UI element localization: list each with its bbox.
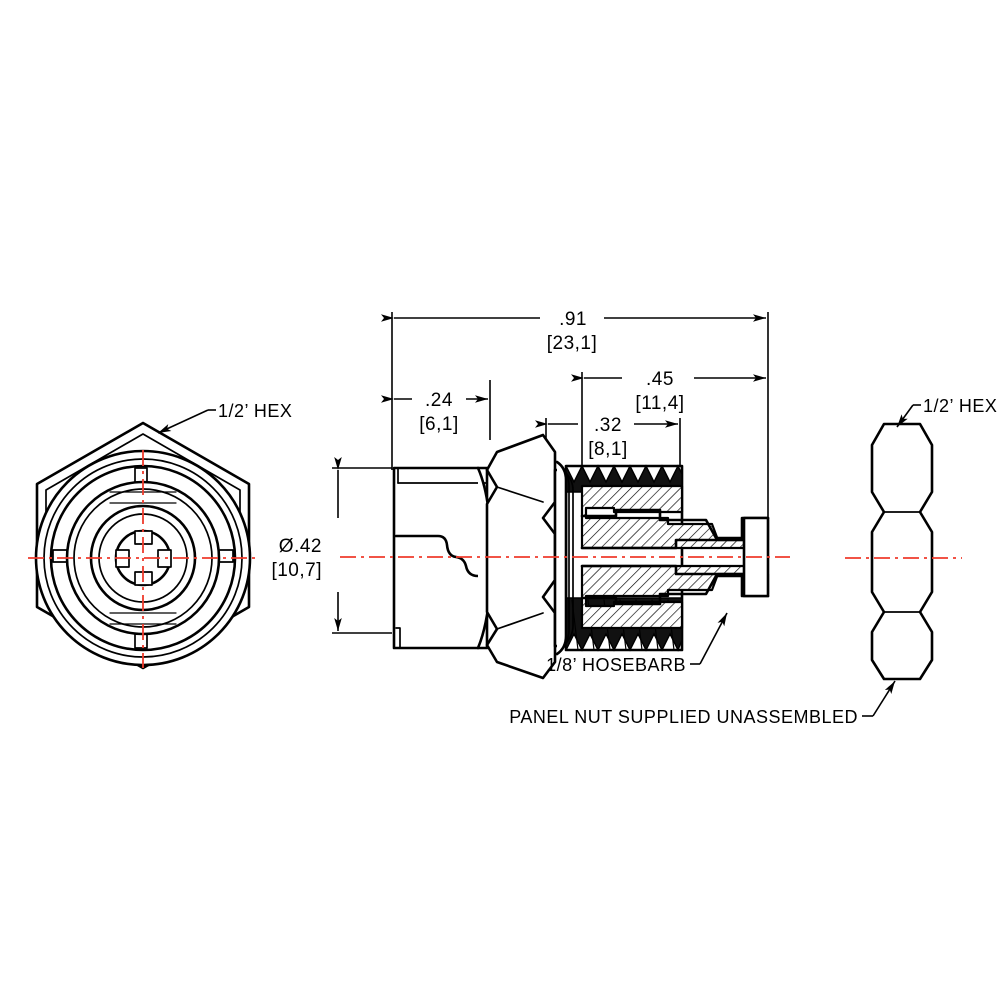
body-left-outline xyxy=(392,466,489,650)
front-face-view: 1/2’ HEX xyxy=(28,401,292,670)
panel-nut-view: 1/2’ HEX PANEL NUT SUPPLIED UNASSEMBLED xyxy=(509,396,997,727)
body-bottom-step xyxy=(395,627,401,649)
hosebarb-leader xyxy=(699,612,728,665)
dim-overall-metric: [23,1] xyxy=(547,333,598,354)
dim-thread-value: .32 xyxy=(594,415,622,436)
dim-overall-value: .91 xyxy=(557,309,587,330)
annotation-hosebarb: 1/8’ HOSEBARB xyxy=(546,655,686,675)
barb-outer-lower xyxy=(580,574,770,606)
dimension-bore-diameter: Ø.42 [10,7] xyxy=(271,457,392,634)
annotation-hex-left: 1/2’ HEX xyxy=(218,401,292,421)
barb-outer-upper xyxy=(580,508,770,540)
hex-right-leader xyxy=(896,404,914,428)
thread-left-stack xyxy=(555,460,574,656)
panel-nut-profile xyxy=(870,422,934,681)
dim-left-body-metric: [6,1] xyxy=(419,414,458,435)
hex-left-leader xyxy=(157,409,209,434)
hex-nut-facet-1 xyxy=(496,486,544,503)
dim-thread-metric: [8,1] xyxy=(588,439,627,460)
annotation-hex-right: 1/2’ HEX xyxy=(923,396,997,416)
dim-barb-value: .45 xyxy=(646,369,674,390)
dim-barb-metric: [11,4] xyxy=(635,393,684,414)
section-side-view: 1/8’ HOSEBARB xyxy=(340,433,790,680)
dim-bore-metric: [10,7] xyxy=(271,560,322,581)
dimension-thread-length: .32 [8,1] xyxy=(535,415,678,460)
annotation-panel-nut: PANEL NUT SUPPLIED UNASSEMBLED xyxy=(509,707,858,727)
dimension-left-body-length: .24 [6,1] xyxy=(381,390,488,435)
dim-left-body-value: .24 xyxy=(425,390,453,411)
panel-nut-leader xyxy=(872,680,896,717)
bore-wall-upper xyxy=(580,538,746,550)
dim-bore-value: Ø.42 xyxy=(279,536,322,557)
hex-nut-facet-2 xyxy=(496,612,544,630)
dimension-barb-projection: .45 [11,4] xyxy=(571,369,766,414)
hosebarb-section xyxy=(580,484,770,630)
dimension-overall-length: .91 [23,1] xyxy=(381,309,766,354)
dimension-group: .91 [23,1] .24 [6,1] .45 [11,4] xyxy=(271,309,769,634)
bore-wall-lower xyxy=(580,564,746,576)
